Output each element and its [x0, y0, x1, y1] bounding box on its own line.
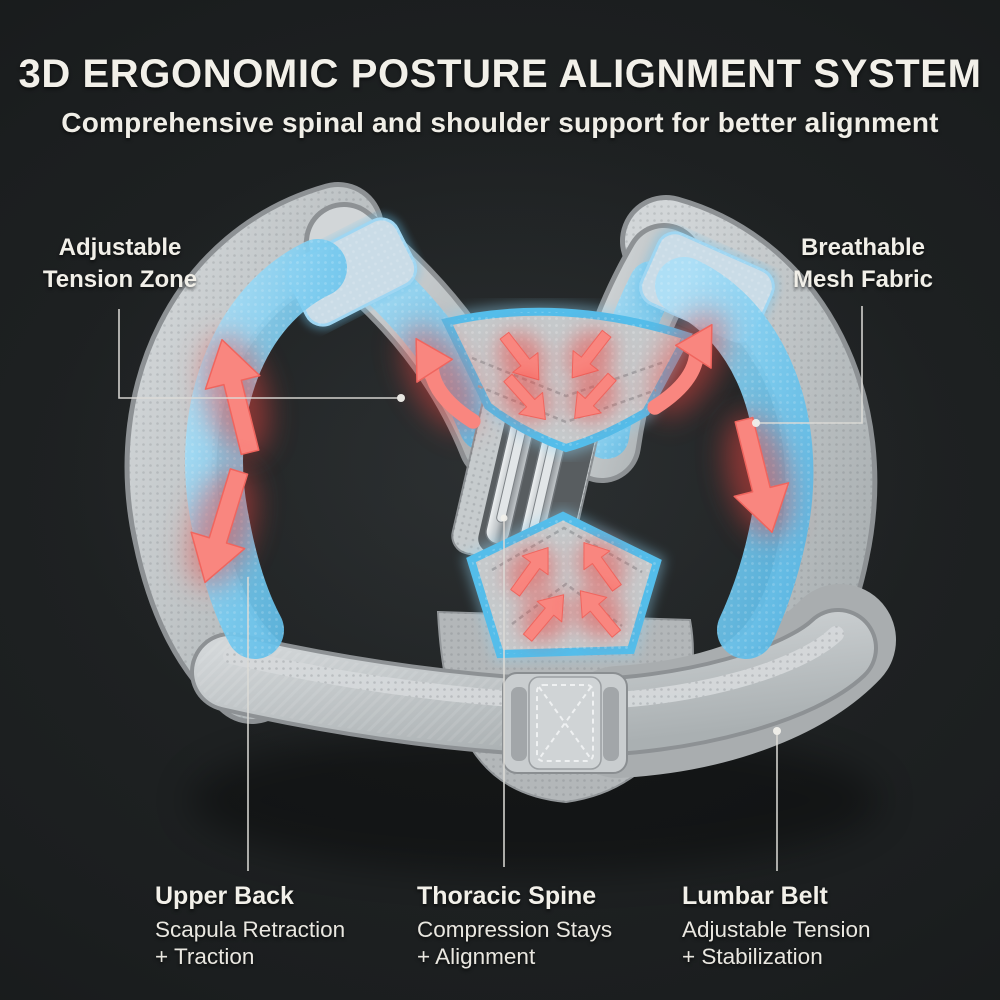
- callout-line-mesh-fabric: [758, 306, 863, 424]
- up-left-curved-arrow-icon: [387, 314, 493, 442]
- feature-thoracic-spine: Thoracic Spine Compression Stays + Align…: [417, 882, 612, 970]
- callout-tension-zone-line2: Tension Zone: [42, 266, 198, 293]
- page-title: 3D ERGONOMIC POSTURE ALIGNMENT SYSTEM: [18, 52, 982, 96]
- callout-mesh-fabric: Breathable Mesh Fabric: [748, 232, 978, 296]
- feature-desc-line: + Alignment: [417, 944, 536, 969]
- converge-arrow-icon: [567, 580, 630, 645]
- converge-arrow-icon: [559, 323, 620, 389]
- converge-arrow-icon: [491, 325, 552, 391]
- converge-arrow-icon: [562, 365, 625, 430]
- feature-title: Lumbar Belt: [682, 882, 828, 910]
- feature-desc-line: Adjustable Tension: [682, 917, 871, 942]
- callout-tension-zone: Adjustable Tension Zone: [5, 232, 235, 296]
- converge-arrow-icon: [514, 584, 577, 649]
- traction-arrows: [177, 311, 800, 649]
- feature-title: Thoracic Spine: [417, 882, 597, 910]
- down-right-arrow-icon: [716, 412, 800, 540]
- converge-arrow-icon: [495, 366, 558, 431]
- callout-tension-zone-line1: Adjustable: [58, 234, 182, 261]
- feature-desc-line: Compression Stays: [417, 917, 613, 942]
- feature-lumbar-belt: Lumbar Belt Adjustable Tension + Stabili…: [682, 882, 870, 970]
- up-right-curved-arrow-icon: [635, 311, 741, 428]
- callout-dot: [397, 394, 405, 402]
- callout-dot: [773, 727, 781, 735]
- feature-desc-line: + Traction: [155, 944, 255, 969]
- belt-buckle: [502, 672, 628, 774]
- callout-dot: [500, 514, 508, 522]
- feature-desc-line: + Stabilization: [682, 944, 823, 969]
- feature-upper-back: Upper Back Scapula Retraction + Traction: [155, 882, 345, 970]
- callout-line-tension-zone: [118, 309, 399, 399]
- callout-lines: [118, 306, 863, 871]
- left-shoulder-strap: [124, 182, 384, 724]
- down-arrow-icon: [177, 462, 267, 592]
- page-subtitle: Comprehensive spinal and shoulder suppor…: [61, 107, 939, 138]
- feature-desc-line: Scapula Retraction: [155, 917, 346, 942]
- feature-title: Upper Back: [155, 882, 294, 910]
- left-tension-zone: [185, 239, 347, 659]
- up-arrow-icon: [194, 332, 278, 460]
- callout-mesh-fabric-line2: Mesh Fabric: [792, 266, 934, 293]
- callout-mesh-fabric-line1: Breathable: [800, 234, 926, 261]
- converge-arrow-icon: [501, 537, 562, 603]
- converge-arrow-icon: [570, 532, 631, 598]
- callout-dot: [752, 419, 760, 427]
